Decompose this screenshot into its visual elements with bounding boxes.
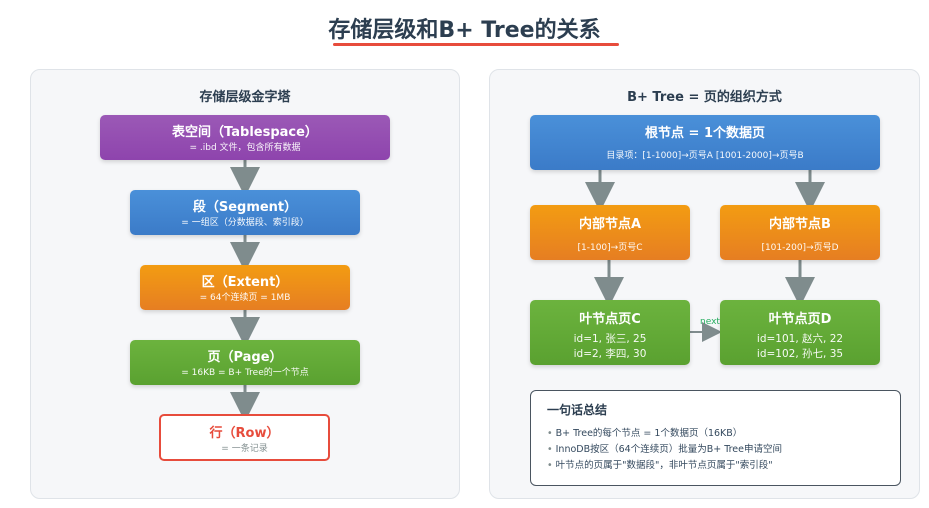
internal-node-a-desc: [1-100]→页号C bbox=[577, 243, 643, 253]
summary-item: InnoDB按区（64个连续页）批量为B+ Tree申请空间 bbox=[547, 442, 884, 458]
tablespace-box: 表空间（Tablespace） = .ibd 文件，包含所有数据 bbox=[100, 115, 390, 160]
root-node-title: 根节点 = 1个数据页 bbox=[645, 126, 765, 141]
segment-title: 段（Segment） bbox=[192, 200, 298, 215]
leaf-node-c-row2: id=2, 李四, 30 bbox=[573, 348, 647, 360]
page-box: 页（Page） = 16KB = B+ Tree的一个节点 bbox=[130, 340, 360, 385]
extent-desc: = 64个连续页 = 1MB bbox=[199, 293, 291, 303]
segment-desc: = 一组区（分数据段、索引段） bbox=[181, 218, 309, 228]
leaf-node-d-row1: id=101, 赵六, 22 bbox=[756, 333, 844, 345]
extent-title: 区（Extent） bbox=[201, 275, 289, 290]
leaf-node-c-box: 叶节点页C id=1, 张三, 25 id=2, 李四, 30 bbox=[530, 300, 690, 365]
leaf-node-c-title: 叶节点页C bbox=[579, 312, 641, 327]
page-desc: = 16KB = B+ Tree的一个节点 bbox=[181, 368, 309, 378]
row-title: 行（Row） bbox=[209, 426, 280, 441]
left-panel-title: 存储层级金字塔 bbox=[199, 90, 291, 105]
leaf-node-c-row1: id=1, 张三, 25 bbox=[573, 333, 647, 345]
leaf-node-d-title: 叶节点页D bbox=[768, 312, 832, 327]
summary-title: 一句话总结 bbox=[547, 403, 608, 417]
summary-item: 叶节点的页属于"数据段"，非叶节点页属于"索引段" bbox=[547, 458, 884, 474]
root-node-box: 根节点 = 1个数据页 目录项：[1-1000]→页号A [1001-2000]… bbox=[530, 115, 880, 170]
internal-node-b-box: 内部节点B [101-200]→页号D bbox=[720, 205, 880, 260]
summary-box: 一句话总结 B+ Tree的每个节点 = 1个数据页（16KB） InnoDB按… bbox=[530, 390, 901, 486]
internal-node-a-title: 内部节点A bbox=[578, 217, 642, 232]
tablespace-desc: = .ibd 文件，包含所有数据 bbox=[189, 143, 301, 153]
extent-box: 区（Extent） = 64个连续页 = 1MB bbox=[140, 265, 350, 310]
root-node-desc: 目录项：[1-1000]→页号A [1001-2000]→页号B bbox=[606, 151, 804, 161]
leaf-node-d-row2: id=102, 孙七, 35 bbox=[756, 348, 844, 360]
row-desc: = 一条记录 bbox=[221, 444, 268, 454]
page-title: 存储层级和B+ Tree的关系 bbox=[328, 18, 601, 43]
summary-list: B+ Tree的每个节点 = 1个数据页（16KB） InnoDB按区（64个连… bbox=[547, 426, 884, 474]
internal-node-b-desc: [101-200]→页号D bbox=[761, 243, 839, 253]
leaf-node-d-box: 叶节点页D id=101, 赵六, 22 id=102, 孙七, 35 bbox=[720, 300, 880, 365]
right-panel-title: B+ Tree = 页的组织方式 bbox=[627, 90, 782, 105]
summary-item: B+ Tree的每个节点 = 1个数据页（16KB） bbox=[547, 426, 884, 442]
page-title-label: 页（Page） bbox=[207, 350, 283, 365]
title-underline bbox=[333, 43, 619, 46]
internal-node-a-box: 内部节点A [1-100]→页号C bbox=[530, 205, 690, 260]
internal-node-b-title: 内部节点B bbox=[769, 217, 831, 232]
segment-box: 段（Segment） = 一组区（分数据段、索引段） bbox=[130, 190, 360, 235]
tablespace-title: 表空间（Tablespace） bbox=[172, 125, 318, 140]
row-box: 行（Row） = 一条记录 bbox=[159, 414, 330, 461]
